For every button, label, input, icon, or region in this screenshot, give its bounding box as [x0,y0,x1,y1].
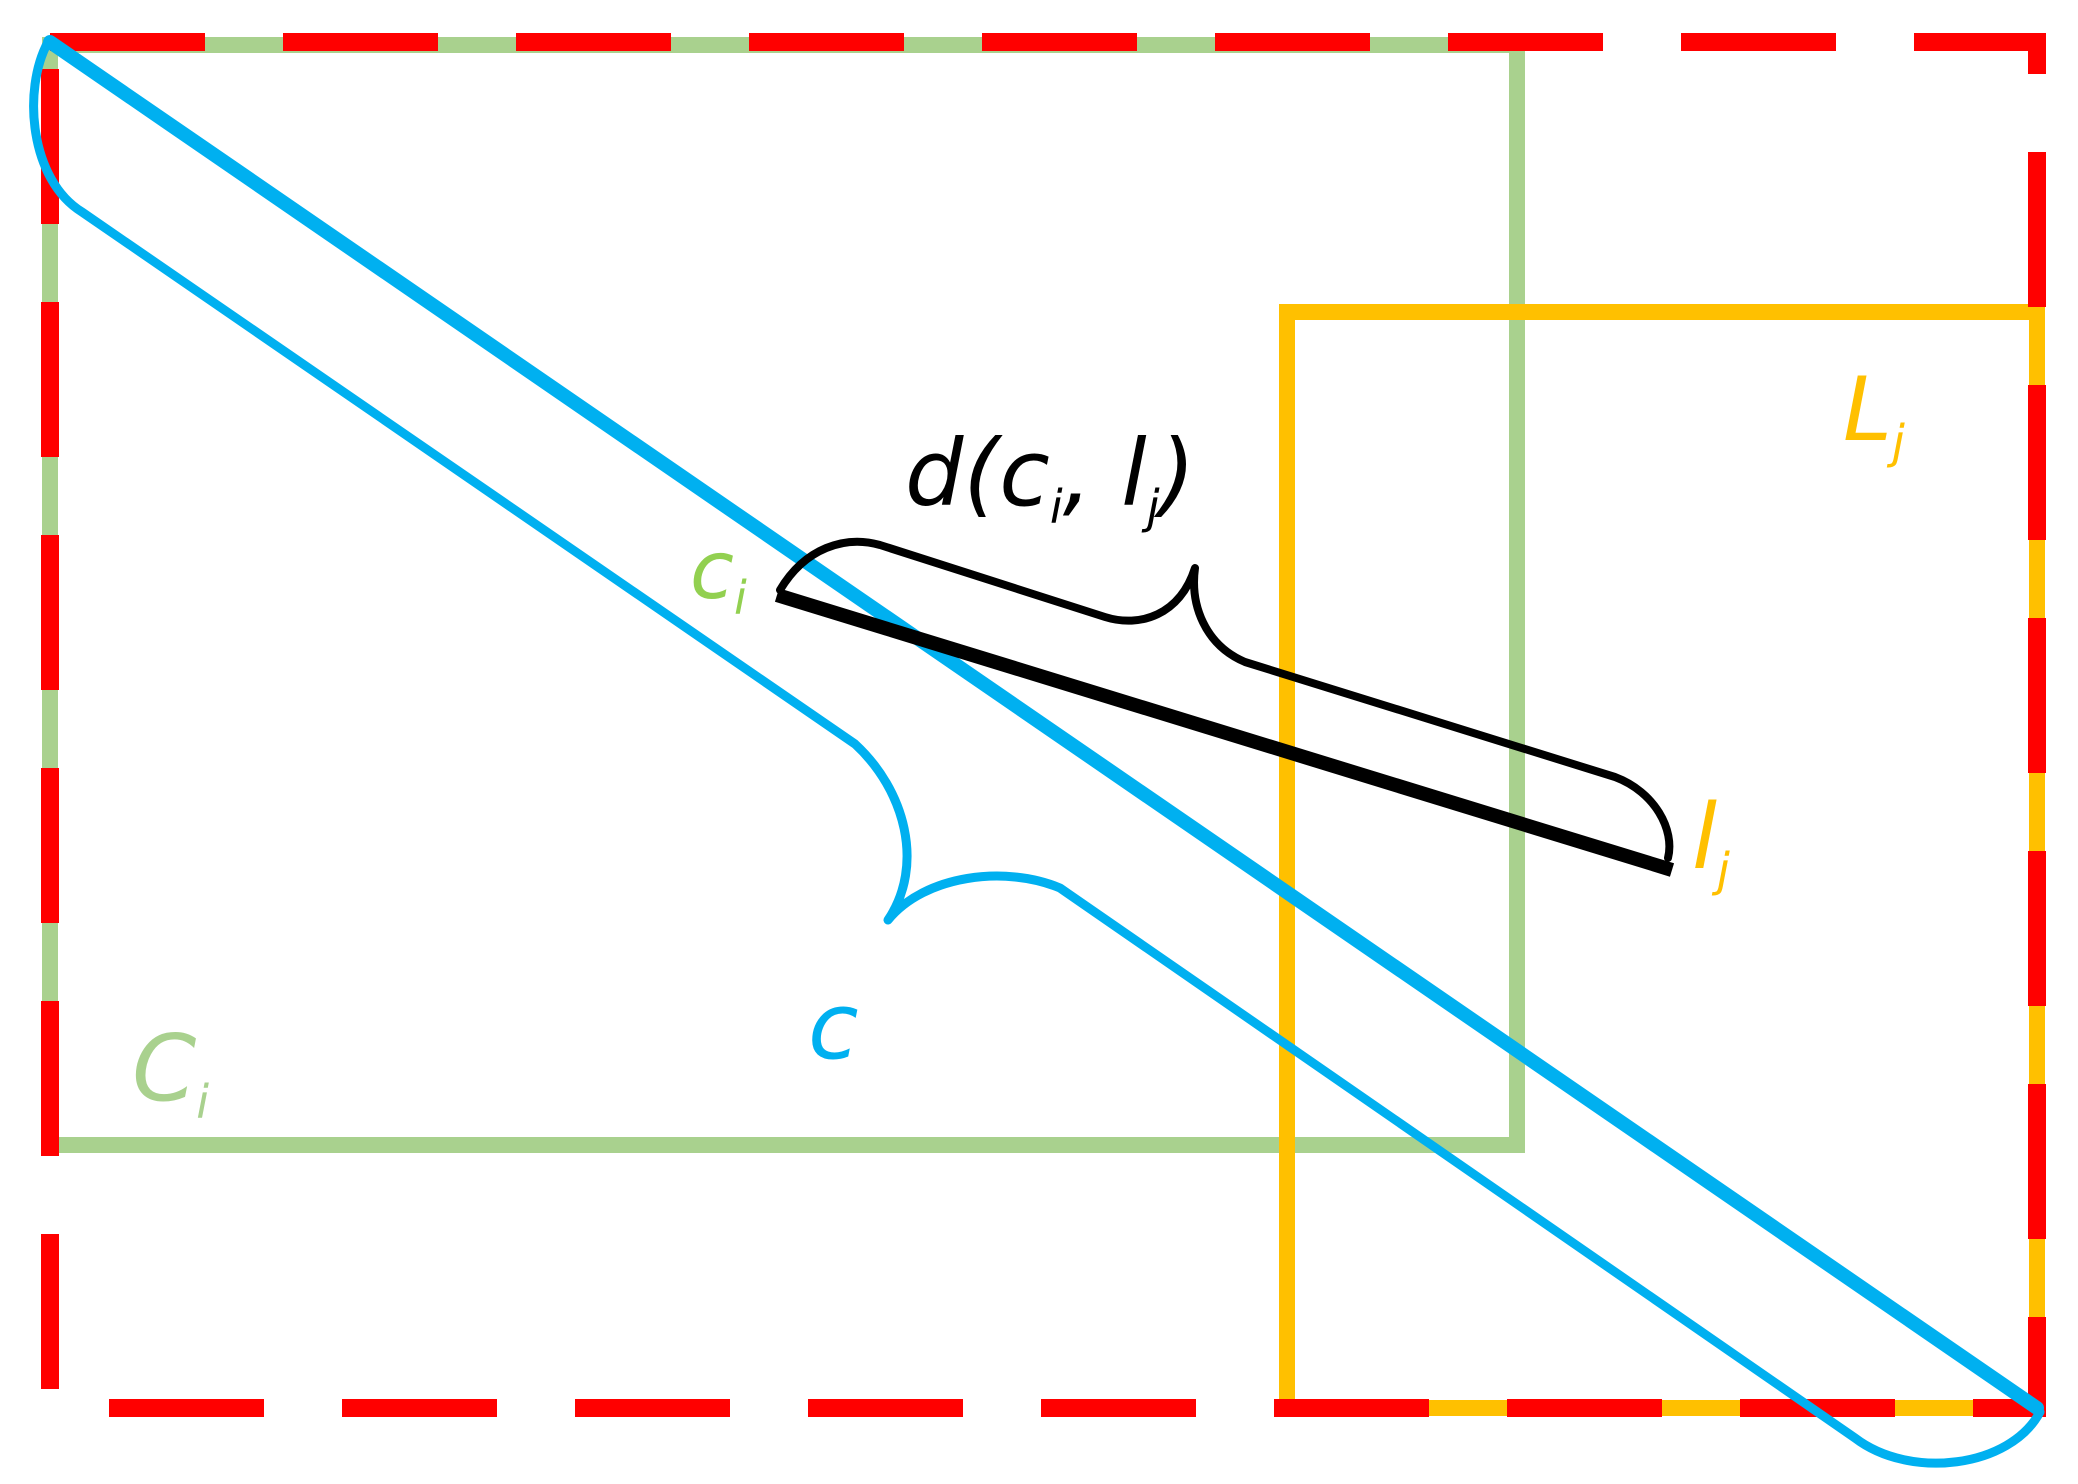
diagonal-c [43,35,2044,1415]
point-l-j-label: lj [1692,785,1730,897]
distance-label: d(ci, lj) [905,420,1195,534]
point-c-main: c [690,524,734,617]
box-c-main: C [132,1015,196,1122]
box-l-main: L [1843,358,1892,461]
brace-distance [776,537,1674,862]
diagonal-c-label: c [808,973,859,1080]
outer-dashed-box [41,33,2046,1417]
distance-c: c [999,420,1050,527]
distance-i: i [1050,480,1063,534]
box-c-i-label: Ci [132,1015,209,1129]
distance-close: ) [1154,420,1196,527]
distance-comma: , [1063,420,1122,527]
point-c-i-label: ci [690,524,747,625]
distance-fn: d( [905,420,1003,527]
point-c-sub: i [734,571,747,625]
point-l-main: l [1692,785,1717,890]
brace-c [29,37,2045,1468]
box-l-j-label: Lj [1843,358,1905,469]
distance-l: l [1121,420,1147,527]
distance-segment [774,588,1675,877]
box-c-sub: i [196,1075,209,1129]
